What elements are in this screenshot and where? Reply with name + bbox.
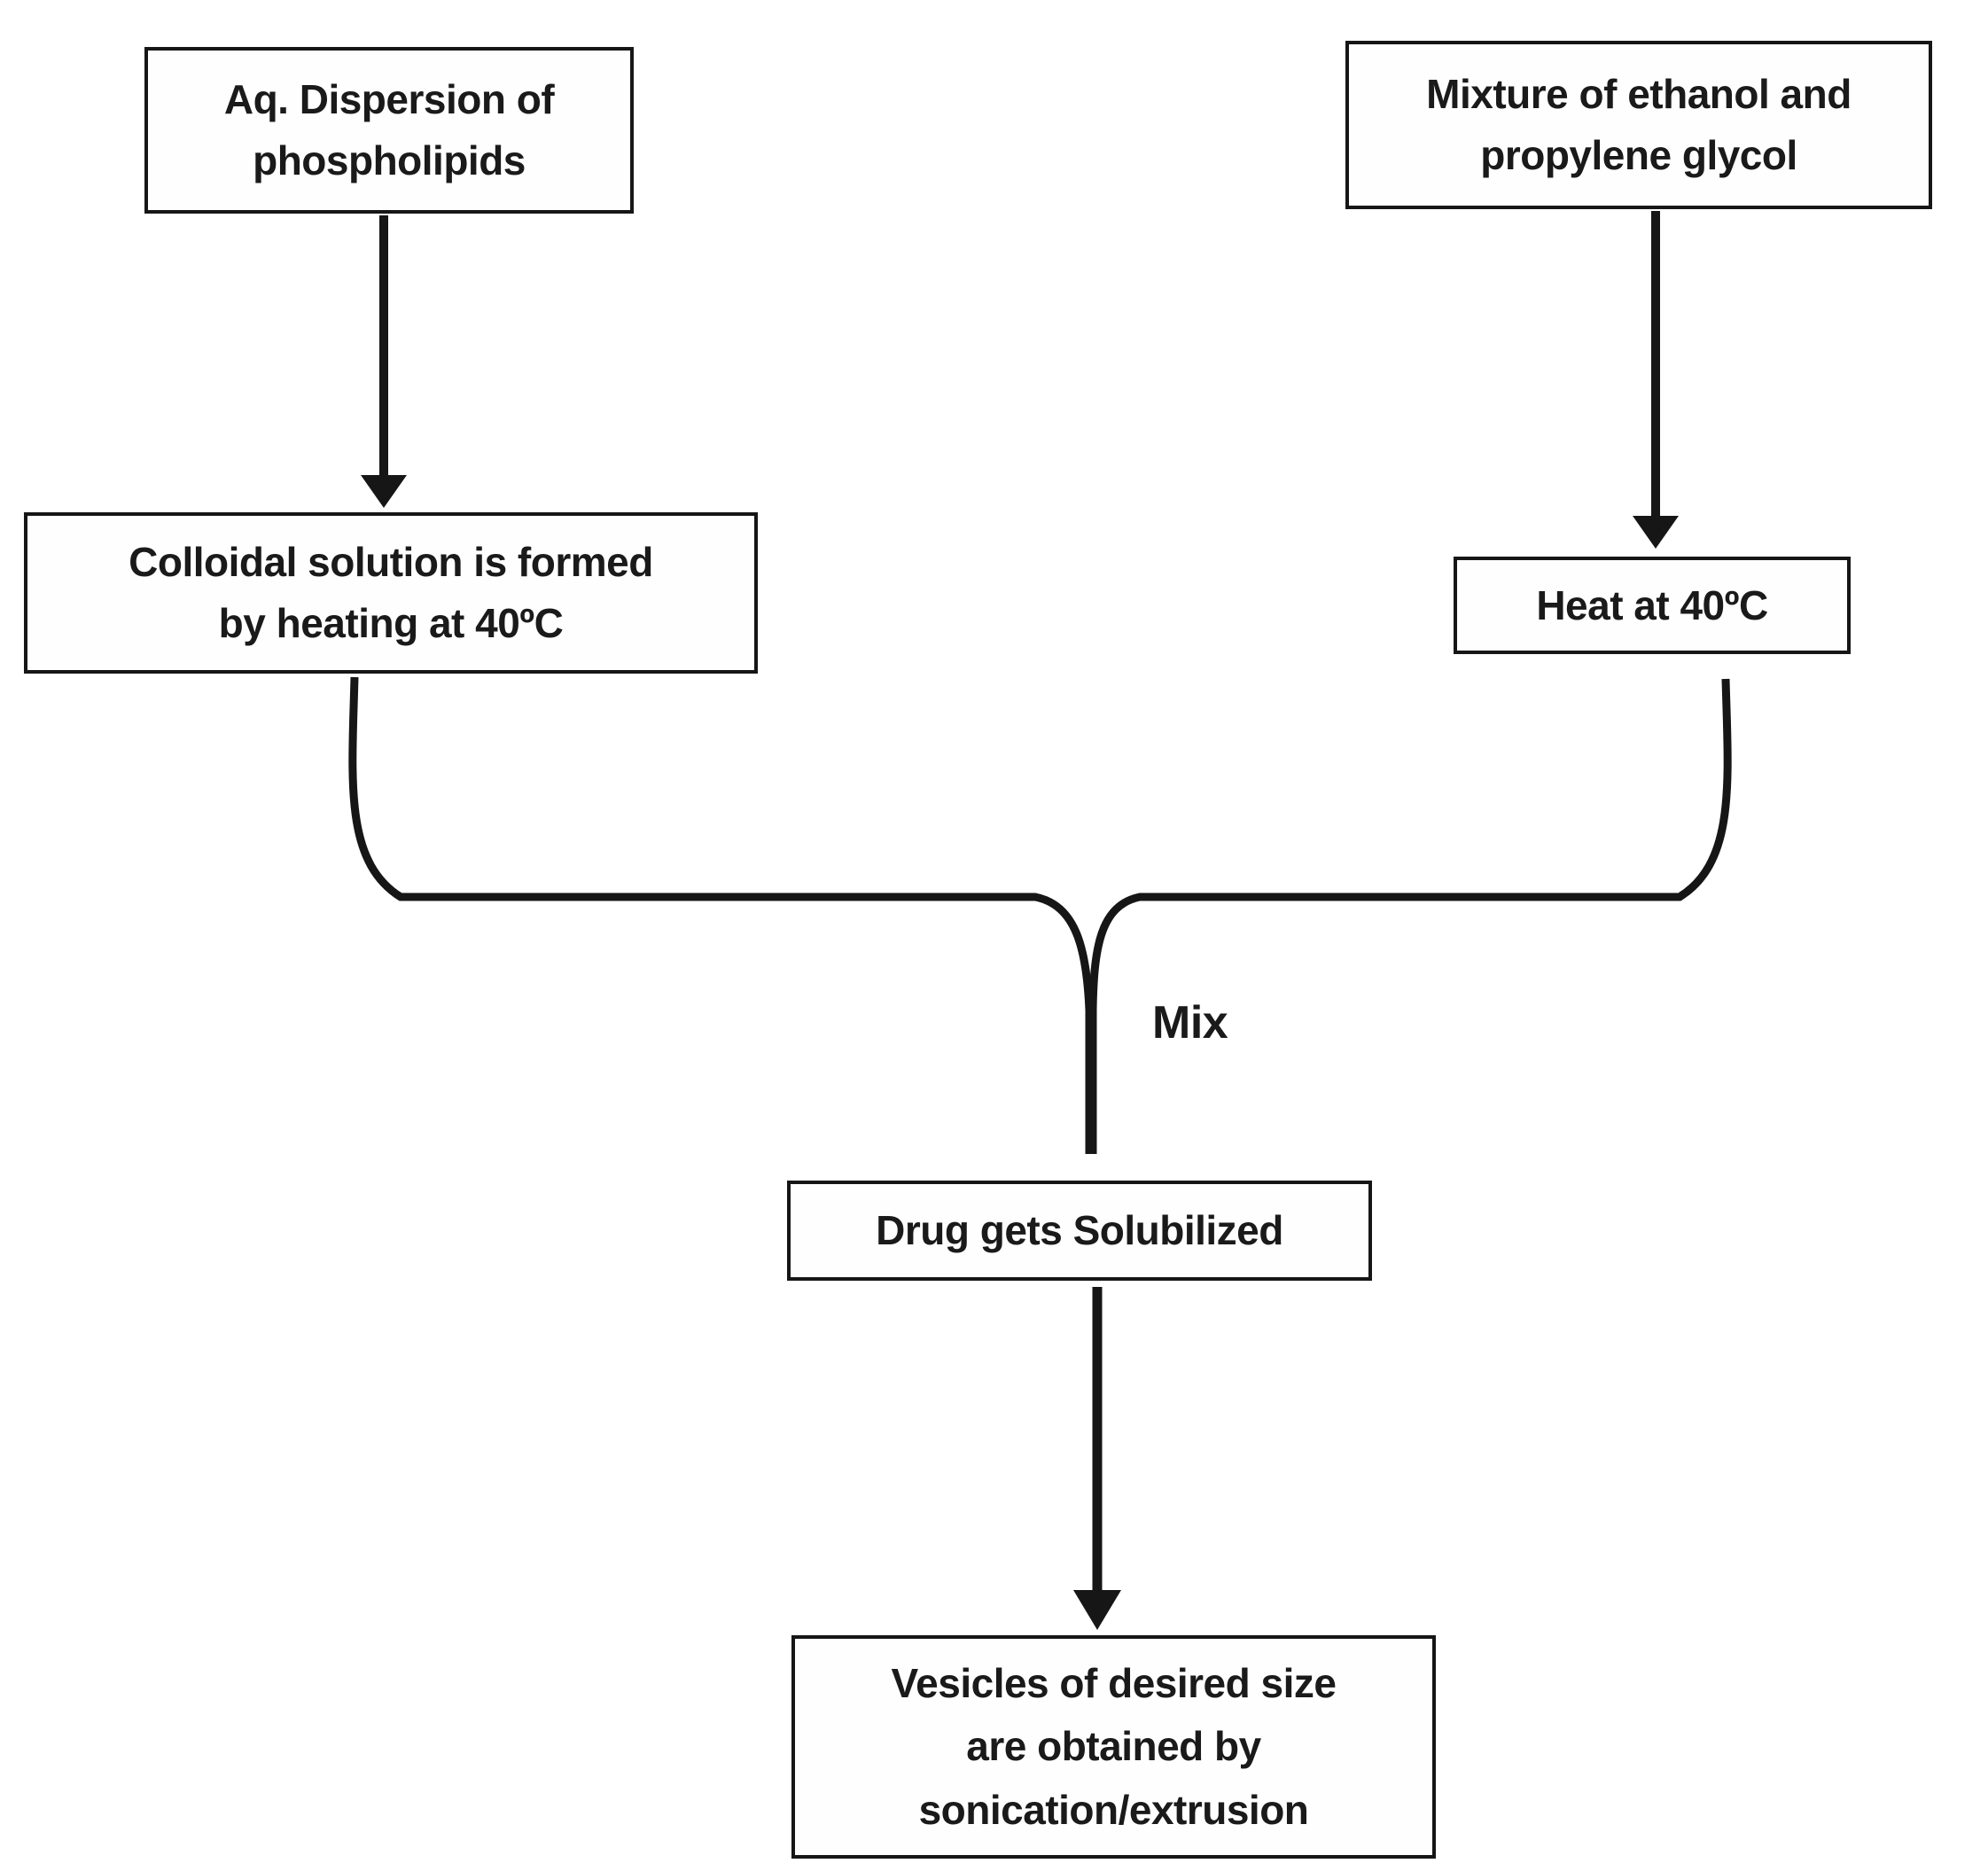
node-drug-label: Drug gets Solubilized <box>876 1207 1283 1253</box>
node-heat: Heat at 40ºC <box>1454 557 1851 654</box>
edge-colloidal-merge-curve <box>348 676 1094 1154</box>
edge-mixture-to-heat-arrowhead-icon <box>1633 516 1679 549</box>
edge-heat-merge-curve <box>1088 678 1732 1154</box>
node-mixture-label: Mixture of ethanol and propylene glycol <box>1426 71 1852 178</box>
edge-drug-to-vesicles-arrowhead-icon <box>1073 1590 1121 1630</box>
node-vesicles: Vesicles of desired size are obtained by… <box>791 1635 1436 1859</box>
node-colloidal-label: Colloidal solution is formed by heating … <box>129 539 653 646</box>
node-heat-label: Heat at 40ºC <box>1536 581 1768 628</box>
node-drug: Drug gets Solubilized <box>787 1181 1372 1281</box>
node-mixture: Mixture of ethanol and propylene glycol <box>1345 41 1932 209</box>
mix-edge-label: Mix <box>1152 997 1228 1049</box>
node-aq-dispersion-label: Aq. Dispersion of phospholipids <box>223 76 555 183</box>
edge-aq-to-colloidal-arrowhead-icon <box>361 475 407 508</box>
node-colloidal: Colloidal solution is formed by heating … <box>24 512 758 674</box>
node-aq-dispersion: Aq. Dispersion of phospholipids <box>144 47 634 214</box>
node-vesicles-label: Vesicles of desired size are obtained by… <box>891 1660 1337 1833</box>
